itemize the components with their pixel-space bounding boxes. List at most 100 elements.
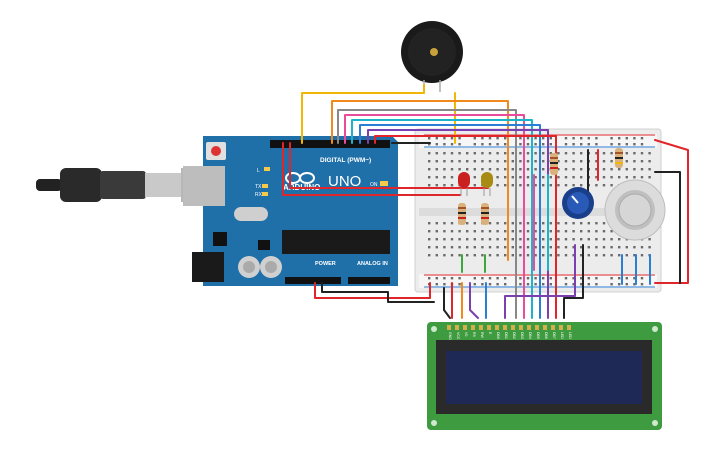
breadboard-hole (549, 246, 552, 249)
rail-hole (580, 283, 583, 286)
breadboard-hole (435, 152, 438, 155)
rail-hole (443, 137, 446, 140)
rail-hole (618, 283, 621, 286)
breadboard-hole (602, 222, 606, 225)
breadboard-hole (542, 230, 545, 233)
rail-hole (504, 143, 507, 146)
breadboard-hole (496, 254, 499, 257)
breadboard-hole (564, 238, 568, 241)
breadboard-hole (557, 168, 560, 171)
breadboard-hole (481, 168, 484, 171)
rail-hole (595, 277, 598, 280)
rail-hole (618, 137, 621, 140)
rail-hole (481, 277, 484, 280)
rail-hole (564, 283, 568, 286)
breadboard-hole (580, 152, 583, 155)
breadboard-hole (488, 152, 492, 155)
breadboard-hole (473, 230, 476, 233)
lcd-pin-label: VCC (456, 332, 460, 340)
lcd-pin-label: DB0 (496, 332, 500, 339)
crystal-oscillator (234, 207, 268, 221)
lcd-pin (495, 325, 499, 330)
rail-hole (481, 137, 484, 140)
breadboard-hole (519, 238, 522, 241)
on-label: ON (370, 182, 378, 188)
breadboard-hole (542, 168, 545, 171)
analog-label: ANALOG IN (357, 261, 388, 267)
breadboard-hole (458, 246, 461, 249)
breadboard-hole (526, 160, 530, 163)
breadboard-hole (473, 254, 476, 257)
analog-header (348, 277, 390, 284)
breadboard-hole (496, 152, 499, 155)
gas-sensor (604, 179, 666, 241)
rail-hole (504, 137, 507, 140)
breadboard-hole (580, 246, 583, 249)
rail-hole (580, 137, 583, 140)
breadboard-hole (466, 222, 469, 225)
breadboard-hole (610, 254, 613, 257)
rail-hole (504, 277, 507, 280)
breadboard-hole (534, 238, 537, 241)
breadboard-hole (435, 168, 438, 171)
breadboard-hole (473, 152, 476, 155)
rail-hole (481, 283, 484, 286)
rail-hole (526, 137, 530, 140)
rail-hole (587, 137, 590, 140)
breadboard-hole (511, 246, 514, 249)
breadboard-hole (435, 230, 438, 233)
led-on (380, 181, 388, 186)
breadboard-hole (534, 160, 537, 163)
breadboard-hole (534, 168, 537, 171)
breadboard-hole (504, 152, 507, 155)
breadboard-hole (428, 230, 431, 233)
breadboard-hole (542, 222, 545, 225)
breadboard-hole (640, 176, 644, 179)
rail-hole (496, 277, 499, 280)
breadboard-hole (481, 238, 484, 241)
breadboard-hole (435, 184, 438, 187)
breadboard-hole (428, 238, 431, 241)
breadboard-hole (511, 152, 514, 155)
breadboard-hole (443, 254, 446, 257)
breadboard-hole (625, 152, 628, 155)
breadboard-hole (473, 222, 476, 225)
breadboard-hole (542, 184, 545, 187)
breadboard-hole (595, 222, 598, 225)
breadboard-hole (602, 230, 606, 233)
wire-orange (331, 100, 509, 261)
atmega-chip (282, 230, 390, 254)
lcd-pin (479, 325, 483, 330)
power-header (285, 277, 341, 284)
rail-hole (443, 277, 446, 280)
breadboard-hole (428, 246, 431, 249)
breadboard-hole (648, 152, 651, 155)
rail-hole (633, 283, 636, 286)
lcd-pin-label: DB7 (552, 332, 556, 339)
breadboard-hole (526, 254, 530, 257)
breadboard-hole (519, 176, 522, 179)
breadboard-hole (526, 184, 530, 187)
breadboard-hole (496, 230, 499, 233)
breadboard-hole (640, 168, 644, 171)
breadboard-hole (534, 246, 537, 249)
led-yellow (481, 172, 493, 196)
breadboard-hole (526, 176, 530, 179)
breadboard-hole (595, 254, 598, 257)
breadboard-hole (557, 184, 560, 187)
breadboard-hole (473, 160, 476, 163)
rail-hole (625, 277, 628, 280)
led-l (264, 167, 270, 171)
breadboard-hole (580, 222, 583, 225)
lcd-pin-label: DB3 (520, 332, 524, 339)
breadboard-hole (473, 246, 476, 249)
breadboard-hole (587, 230, 590, 233)
breadboard-hole (542, 246, 545, 249)
breadboard-hole (625, 176, 628, 179)
breadboard-hole (473, 238, 476, 241)
breadboard-hole (633, 246, 636, 249)
potentiometer[interactable] (562, 187, 594, 219)
lcd-pin (559, 325, 563, 330)
breadboard-hole (450, 160, 454, 163)
breadboard-hole (511, 254, 514, 257)
